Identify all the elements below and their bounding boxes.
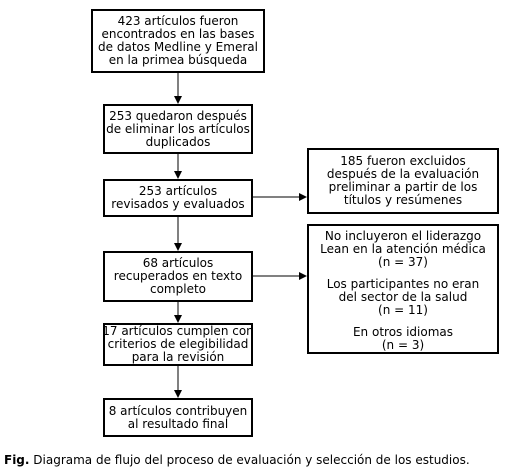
box-text-line: completo (149, 282, 206, 296)
reason-count: (n = 37) (378, 255, 428, 269)
box-text-line: 8 artículos contribuyen (108, 403, 248, 418)
reason-text-line: No incluyeron el liderazgo (324, 229, 482, 243)
box-text-line: de eliminar los artículos (106, 121, 250, 136)
box-exclusion-reasons: No incluyeron el liderazgo Lean en la at… (307, 224, 499, 354)
reason-count: (n = 3) (381, 338, 425, 352)
box-records-identified: 423 artículos fueron encontrados en las … (91, 9, 265, 73)
box-after-duplicates: 253 quedaron después de eliminar los art… (103, 104, 253, 154)
box-text-line: 253 artículos (138, 184, 218, 198)
reason-text-line: Los participantes no eran (326, 277, 480, 291)
reason-count: (n = 11) (378, 303, 428, 317)
box-text-line: preliminar a partir de los (328, 180, 478, 194)
reason-text-line: En otros idiomas (352, 325, 454, 339)
box-excluded-preliminary: 185 fueron excluidos después de la evalu… (307, 148, 499, 214)
box-text-line: recuperados en texto (113, 269, 243, 283)
box-text-line: 185 fueron excluidos (340, 154, 466, 168)
box-screened: 253 artículos revisados y evaluados (103, 179, 253, 217)
box-text-line: en la primea búsqueda (108, 53, 248, 67)
box-eligible: 17 artículos cumplen con criterios de el… (102, 323, 254, 366)
box-text-line: después de la evaluación (326, 167, 480, 181)
box-text-line: encontrados en las bases (101, 27, 255, 41)
box-text-line: 17 artículos cumplen con (102, 324, 254, 338)
box-text-line: para la revisión (131, 350, 225, 364)
box-text-line: 68 artículos (142, 256, 214, 270)
box-text-line: 253 quedaron después (109, 108, 247, 123)
box-text-line: criterios de elegibilidad (107, 337, 249, 351)
box-full-text: 68 artículos recuperados en texto comple… (103, 251, 253, 302)
caption-prefix: Fig. (4, 453, 30, 467)
box-text-line: títulos y resúmenes (343, 193, 463, 207)
box-text-line: al resultado final (127, 416, 229, 431)
box-text-line: de datos Medline y Emeral (98, 40, 258, 54)
box-text-line: duplicados (145, 134, 211, 149)
box-text-line: 423 artículos fueron (117, 14, 239, 28)
box-text-line: revisados y evaluados (111, 197, 245, 211)
reason-text-line: Lean en la atención médica (320, 242, 486, 256)
caption-text: Diagrama de flujo del proceso de evaluac… (29, 453, 470, 467)
box-included: 8 artículos contribuyen al resultado fin… (103, 398, 253, 437)
figure-caption: Fig. Diagrama de flujo del proceso de ev… (4, 453, 470, 467)
reason-text-line: del sector de la salud (338, 290, 468, 304)
